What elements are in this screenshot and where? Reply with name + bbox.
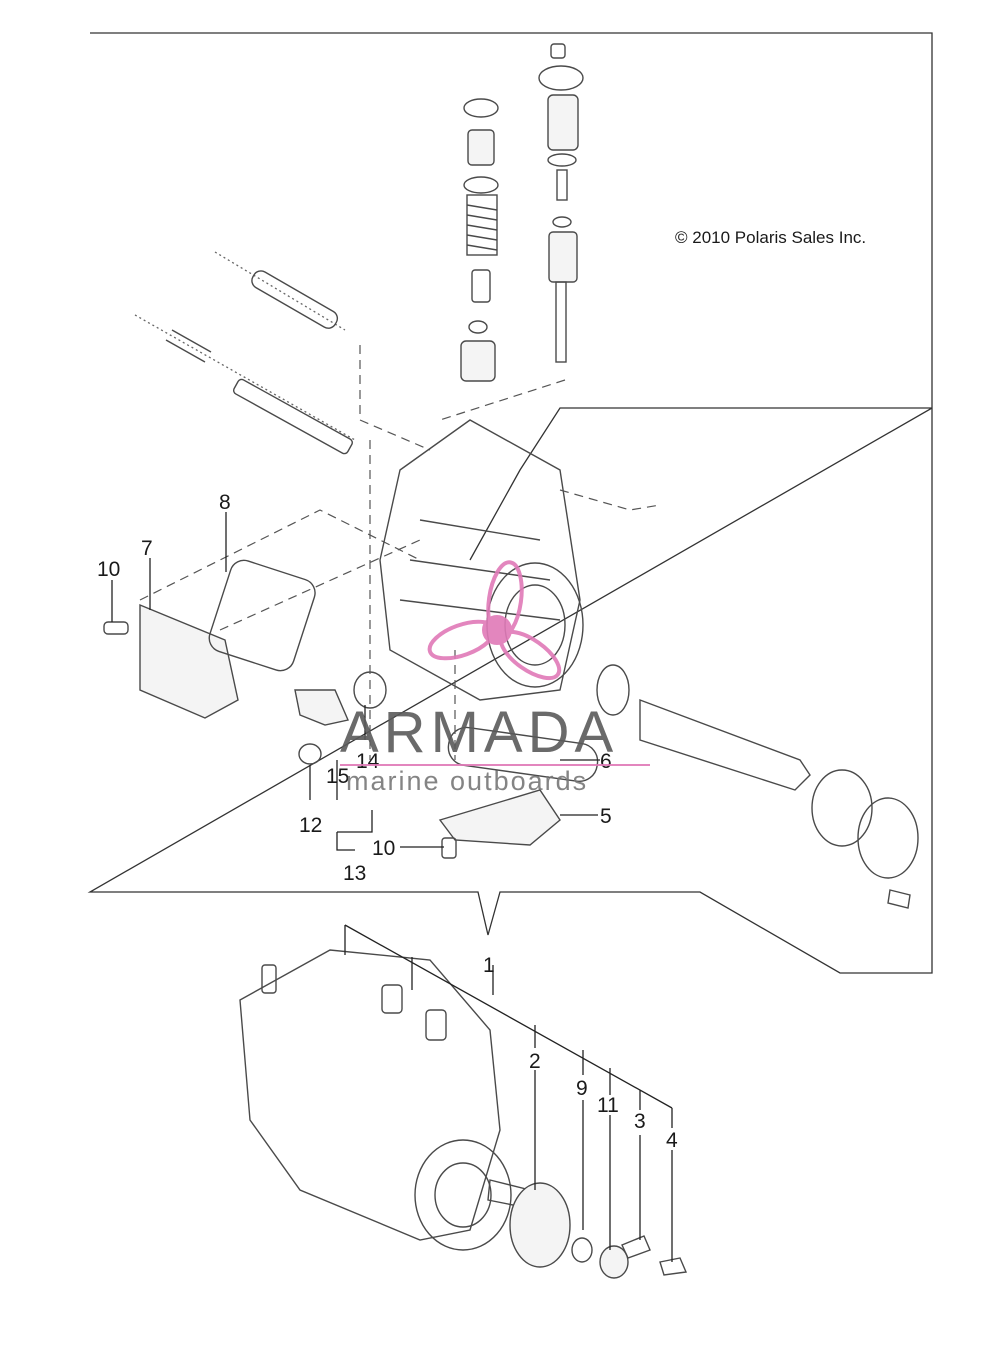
copyright-text: © 2010 Polaris Sales Inc.: [675, 228, 866, 247]
control-rod-assembly: [134, 251, 356, 455]
callout-14: 14: [356, 750, 380, 773]
callout-9: 9: [576, 1077, 588, 1100]
pump-housing-detail: [379, 419, 584, 701]
callout-13: 13: [343, 862, 366, 885]
callout-7: 7: [141, 537, 153, 560]
callout-1: 1: [483, 954, 495, 977]
callout-11: 11: [597, 1094, 619, 1117]
plunger-spring-stack: [460, 98, 499, 382]
side-cover-parts: [103, 559, 599, 859]
delivery-valve-stack: [538, 43, 584, 363]
callout-8: 8: [219, 491, 231, 514]
callout-15: 15: [326, 765, 349, 788]
callout-5: 5: [600, 805, 612, 828]
propeller-logo-icon: [427, 560, 562, 681]
injection-pump-assembly: [239, 949, 688, 1279]
watermark-subtitle: marine outboards: [346, 766, 588, 796]
watermark-title: ARMADA: [340, 700, 618, 765]
leader-lines: [111, 512, 673, 1262]
camshaft: [596, 664, 919, 909]
callout-10-top: 10: [97, 558, 120, 581]
armada-logo: ARMADA marine outboards: [340, 560, 650, 796]
callout-3: 3: [634, 1110, 646, 1133]
callout-2: 2: [529, 1050, 541, 1073]
callout-10-bottom: 10: [372, 837, 395, 860]
assembly-guide-lines: [139, 345, 661, 760]
callout-12: 12: [299, 814, 322, 837]
callout-6: 6: [600, 750, 612, 773]
detail-frame: [87, 32, 933, 974]
callout-4: 4: [666, 1129, 678, 1152]
